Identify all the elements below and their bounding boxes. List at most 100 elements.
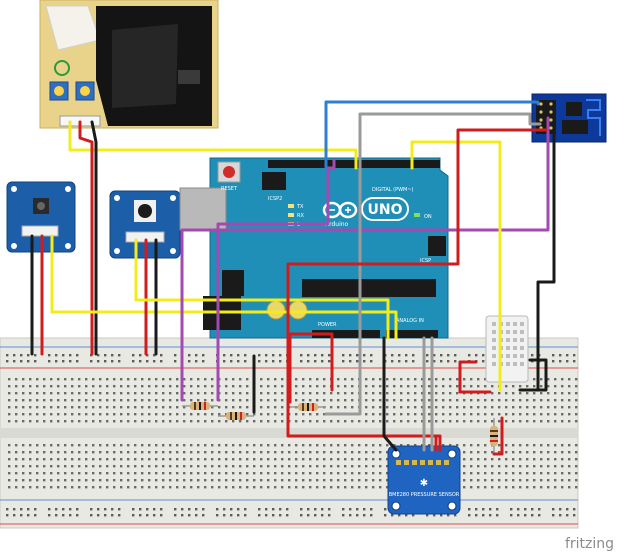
hole — [456, 420, 459, 423]
hole — [463, 458, 466, 461]
hole — [372, 451, 375, 454]
hole — [363, 354, 366, 357]
hole — [85, 399, 88, 402]
hole — [43, 486, 46, 489]
hole — [176, 420, 179, 423]
hole — [169, 413, 172, 416]
hole — [50, 413, 53, 416]
hole — [190, 451, 193, 454]
hole — [29, 472, 32, 475]
hole — [20, 514, 23, 517]
hole — [260, 378, 263, 381]
hole — [533, 479, 536, 482]
hole — [295, 472, 298, 475]
hole — [454, 514, 457, 517]
hole — [575, 465, 578, 468]
hole — [519, 444, 522, 447]
hole — [176, 472, 179, 475]
hole — [484, 385, 487, 388]
hole — [29, 392, 32, 395]
hole — [260, 472, 263, 475]
hole — [561, 479, 564, 482]
hole — [176, 465, 179, 468]
hole — [379, 406, 382, 409]
hole — [118, 514, 121, 517]
hole — [13, 514, 16, 517]
wire-red-resistor — [288, 332, 334, 404]
dht-humidity-sensor — [485, 315, 529, 383]
hole — [176, 479, 179, 482]
hole — [120, 420, 123, 423]
hole — [85, 465, 88, 468]
hole — [22, 420, 25, 423]
hole — [232, 378, 235, 381]
hole — [141, 385, 144, 388]
hole — [99, 406, 102, 409]
hole — [118, 360, 121, 363]
hole — [442, 444, 445, 447]
on-led-label: ON — [424, 214, 432, 220]
wire-yellow-dust — [68, 120, 358, 170]
hole — [575, 413, 578, 416]
hole — [547, 413, 550, 416]
hole — [134, 406, 137, 409]
hole — [463, 399, 466, 402]
hole — [302, 444, 305, 447]
hole — [302, 385, 305, 388]
hole — [15, 458, 18, 461]
hole — [365, 406, 368, 409]
hole — [183, 465, 186, 468]
hole — [505, 406, 508, 409]
hole — [456, 444, 459, 447]
hole — [533, 486, 536, 489]
hole — [29, 444, 32, 447]
hole — [568, 451, 571, 454]
hole — [169, 378, 172, 381]
hole — [566, 354, 569, 357]
hole — [512, 458, 515, 461]
hole — [447, 354, 450, 357]
hole — [477, 486, 480, 489]
hole — [491, 413, 494, 416]
hole — [414, 413, 417, 416]
hole — [246, 465, 249, 468]
hole — [155, 413, 158, 416]
hole — [344, 399, 347, 402]
hole — [34, 354, 37, 357]
hole — [211, 479, 214, 482]
hole — [225, 472, 228, 475]
hole — [568, 486, 571, 489]
hole — [449, 444, 452, 447]
hole — [43, 385, 46, 388]
hole — [155, 465, 158, 468]
hole — [559, 354, 562, 357]
hole — [463, 406, 466, 409]
hole — [498, 392, 501, 395]
hole — [204, 399, 207, 402]
hole — [547, 378, 550, 381]
hole — [6, 354, 9, 357]
hole — [113, 486, 116, 489]
hole — [356, 514, 359, 517]
hole — [15, 479, 18, 482]
hole — [386, 385, 389, 388]
grove-sensor-left — [6, 181, 76, 253]
hole — [449, 420, 452, 423]
hole — [181, 514, 184, 517]
hole — [344, 420, 347, 423]
hole — [274, 444, 277, 447]
hole — [547, 406, 550, 409]
hole — [132, 514, 135, 517]
hole — [253, 458, 256, 461]
hole — [239, 385, 242, 388]
hole — [267, 465, 270, 468]
hole — [526, 420, 529, 423]
bme280-title: BME280 PRESSURE SENSOR — [389, 492, 460, 498]
hole — [533, 413, 536, 416]
hole — [197, 486, 200, 489]
hole — [414, 385, 417, 388]
hole — [295, 378, 298, 381]
analog-in-label: ANALOG IN — [396, 318, 424, 324]
hole — [127, 406, 130, 409]
hole — [34, 360, 37, 363]
